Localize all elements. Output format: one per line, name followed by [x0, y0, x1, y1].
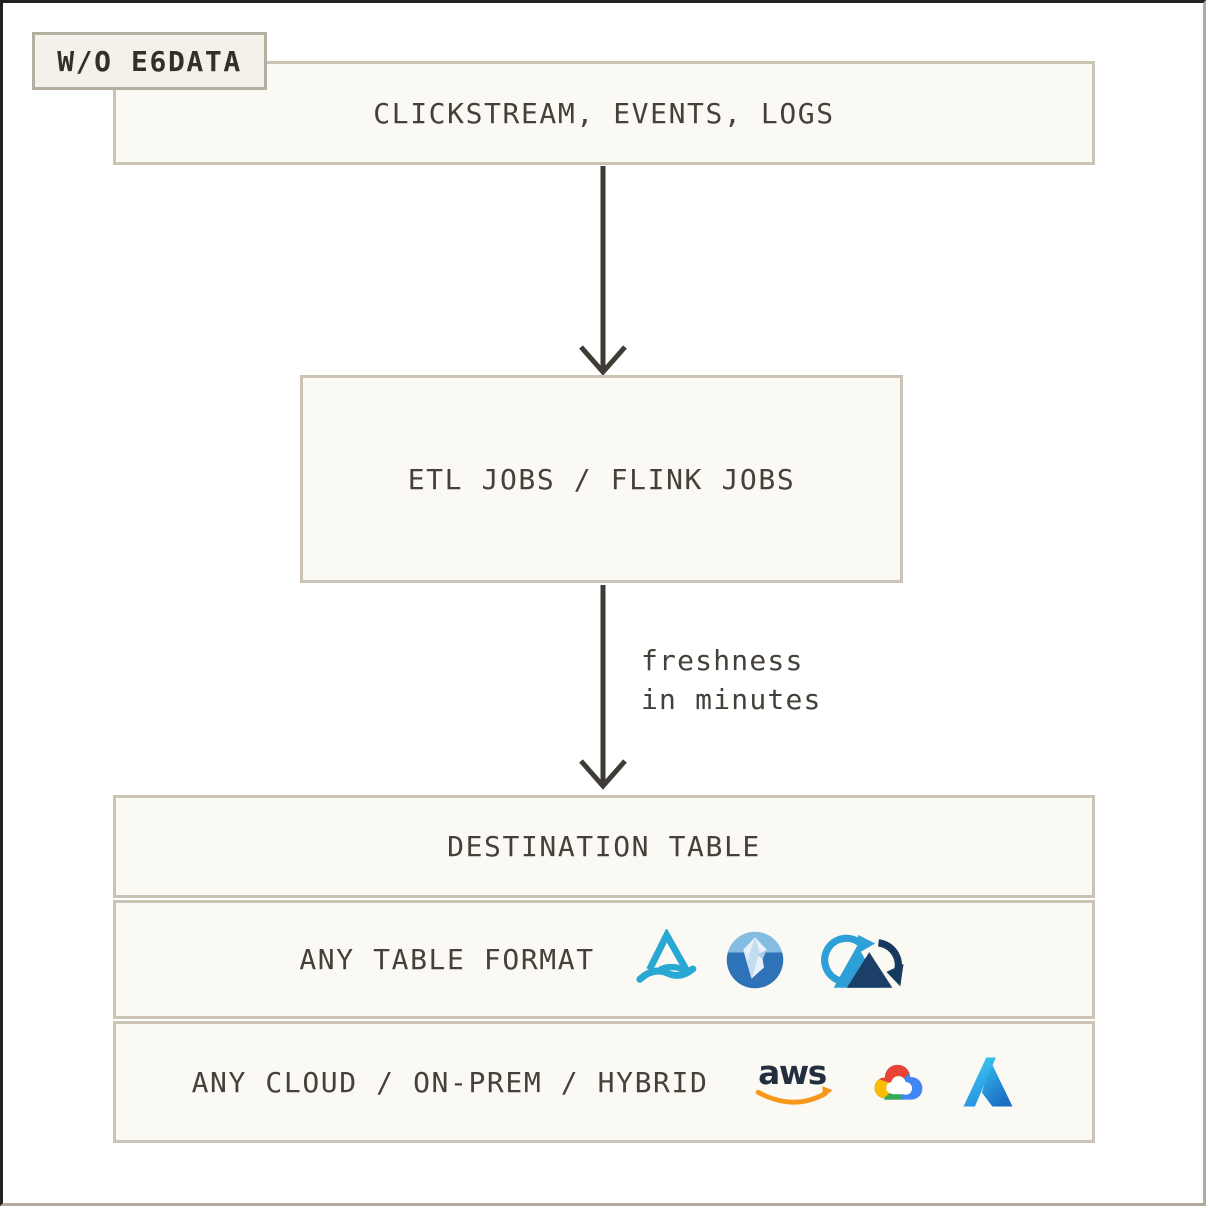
scenario-badge: W/O E6DATA	[32, 32, 267, 90]
scenario-badge-label: W/O E6DATA	[57, 44, 242, 78]
destination-table-box: DESTINATION TABLE ANY TABLE FORMAT	[113, 795, 1095, 1143]
destination-title-label: DESTINATION TABLE	[447, 830, 761, 863]
arrow-annotation-line1: freshness	[641, 644, 804, 677]
etl-box: ETL JOBS / FLINK JOBS	[300, 375, 903, 583]
azure-icon	[963, 1057, 1013, 1107]
cloud-row: ANY CLOUD / ON-PREM / HYBRID aws	[113, 1021, 1095, 1143]
apache-hudi-icon	[820, 934, 904, 988]
aws-icon: aws	[756, 1054, 833, 1105]
apache-iceberg-icon	[726, 931, 783, 988]
etl-box-label: ETL JOBS / FLINK JOBS	[407, 462, 796, 496]
table-format-row: ANY TABLE FORMAT	[113, 900, 1095, 1019]
source-box-label: CLICKSTREAM, EVENTS, LOGS	[373, 96, 835, 130]
arrow-down-1	[579, 166, 627, 376]
svg-text:aws: aws	[759, 1054, 827, 1092]
cloud-row-label: ANY CLOUD / ON-PREM / HYBRID	[191, 1065, 709, 1099]
arrow-annotation: freshness in minutes	[641, 641, 822, 719]
google-cloud-icon	[874, 1064, 923, 1100]
source-box: CLICKSTREAM, EVENTS, LOGS	[113, 61, 1095, 165]
table-format-label: ANY TABLE FORMAT	[299, 943, 595, 976]
arrow-annotation-line2: in minutes	[641, 683, 822, 716]
arrow-down-2	[579, 585, 627, 790]
delta-lake-icon	[636, 928, 696, 983]
destination-title-row: DESTINATION TABLE	[113, 795, 1095, 898]
